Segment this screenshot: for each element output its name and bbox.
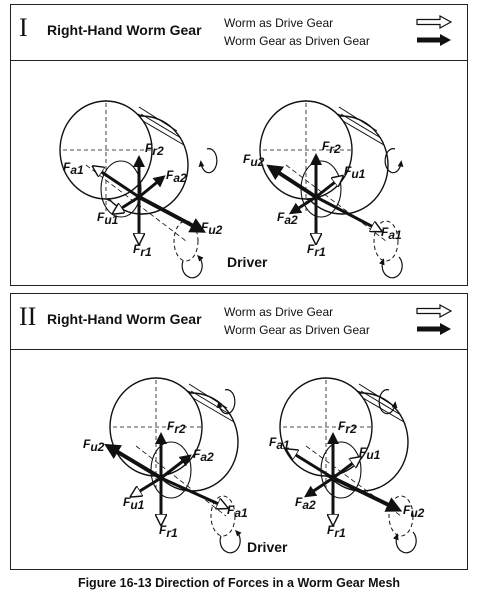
- panel-body: Fr2 Fa2 Fa1 Fu1 Fu2 Fr1: [11, 61, 467, 285]
- left-gear-assembly: Fr2 Fa2 Fu2 Fu1 Fa1 Fr1: [83, 377, 248, 554]
- label-fu1: Fu1: [97, 210, 119, 227]
- hollow-arrow-icon: [416, 15, 452, 29]
- label-fu1: Fu1: [344, 164, 366, 181]
- solid-arrow-icon: [417, 34, 451, 46]
- gear-force-diagram: Fr2 Fa2 Fu2 Fu1 Fa1 Fr1: [83, 377, 425, 555]
- label-fa1: Fa1: [63, 160, 84, 177]
- label-fr2: Fr2: [338, 419, 357, 436]
- panel-header: II Right-Hand Worm Gear Worm as Drive Ge…: [11, 294, 467, 350]
- legend-drive-label: Worm as Drive Gear: [224, 16, 334, 30]
- panel-header: I Right-Hand Worm Gear Worm as Drive Gea…: [11, 5, 467, 61]
- hollow-arrow-icon: [416, 304, 452, 318]
- worm-shaft: [85, 160, 204, 279]
- right-gear-assembly: Fr2 Fu1 Fu2 Fa2 Fa1 Fr1: [243, 100, 404, 279]
- panel-title: Right-Hand Worm Gear: [47, 311, 202, 327]
- label-fr1: Fr1: [307, 242, 326, 259]
- label-fu1: Fu1: [359, 445, 381, 462]
- legend-driven-label: Worm Gear as Driven Gear: [224, 323, 370, 337]
- force-labels: Fr2 Fa1 Fu1 Fa2 Fu2 Fr1: [269, 419, 425, 540]
- label-fa1: Fa1: [381, 225, 402, 242]
- panel-right-hand-worm-gear-2: II Right-Hand Worm Gear Worm as Drive Ge…: [10, 293, 468, 570]
- worm-gear-wheel: [259, 100, 404, 215]
- panel-number: I: [19, 13, 28, 42]
- label-fa2: Fa2: [193, 447, 214, 464]
- driver-label: Driver: [227, 254, 268, 270]
- force-labels: Fr2 Fa2 Fu2 Fu1 Fa1 Fr1: [83, 419, 248, 540]
- label-fu1: Fu1: [123, 495, 145, 512]
- force-labels: Fr2 Fu1 Fu2 Fa2 Fa1 Fr1: [243, 139, 402, 259]
- label-fr1: Fr1: [327, 523, 346, 540]
- label-fu2: Fu2: [403, 503, 425, 520]
- legend-drive-label: Worm as Drive Gear: [224, 305, 334, 319]
- force-vectors: [266, 153, 377, 239]
- label-fu2: Fu2: [243, 152, 265, 169]
- label-fr1: Fr1: [159, 523, 178, 540]
- worm-gear-wheel: [279, 377, 409, 492]
- left-gear-assembly: Fr2 Fa2 Fa1 Fu1 Fu2 Fr1: [59, 100, 223, 279]
- worm-gear-wheel: [109, 377, 239, 492]
- panel-number: II: [19, 302, 37, 331]
- force-vectors: [291, 432, 403, 520]
- driver-label: Driver: [247, 539, 288, 555]
- worm-shaft: [305, 441, 417, 554]
- legend-driven-label: Worm Gear as Driven Gear: [224, 34, 370, 48]
- label-fa1: Fa1: [227, 503, 248, 520]
- gear-force-diagram: Fr2 Fa2 Fa1 Fu1 Fu2 Fr1: [59, 100, 404, 279]
- label-fr1: Fr1: [133, 242, 152, 259]
- label-fa1: Fa1: [269, 435, 290, 452]
- label-fr2: Fr2: [145, 141, 164, 158]
- panel-right-hand-worm-gear-1: I Right-Hand Worm Gear Worm as Drive Gea…: [10, 4, 468, 286]
- force-labels: Fr2 Fa2 Fa1 Fu1 Fu2 Fr1: [63, 141, 223, 259]
- figure-caption: Figure 16-13 Direction of Forces in a Wo…: [77, 576, 401, 590]
- force-vectors: [97, 155, 207, 239]
- right-gear-assembly: Fr2 Fa1 Fu1 Fa2 Fu2 Fr1: [269, 377, 425, 554]
- worm-gear-wheel: [59, 100, 218, 215]
- label-fu2: Fu2: [83, 437, 105, 454]
- label-fr2: Fr2: [322, 139, 341, 156]
- label-fa2: Fa2: [295, 495, 316, 512]
- label-fa2: Fa2: [166, 168, 187, 185]
- force-vectors: [104, 432, 223, 520]
- solid-arrow-icon: [417, 323, 451, 335]
- label-fa2: Fa2: [277, 210, 298, 227]
- label-fu2: Fu2: [201, 220, 223, 237]
- label-fr2: Fr2: [167, 419, 186, 436]
- panel-body: Fr2 Fa2 Fu2 Fu1 Fa1 Fr1: [11, 350, 467, 569]
- panel-title: Right-Hand Worm Gear: [47, 22, 202, 38]
